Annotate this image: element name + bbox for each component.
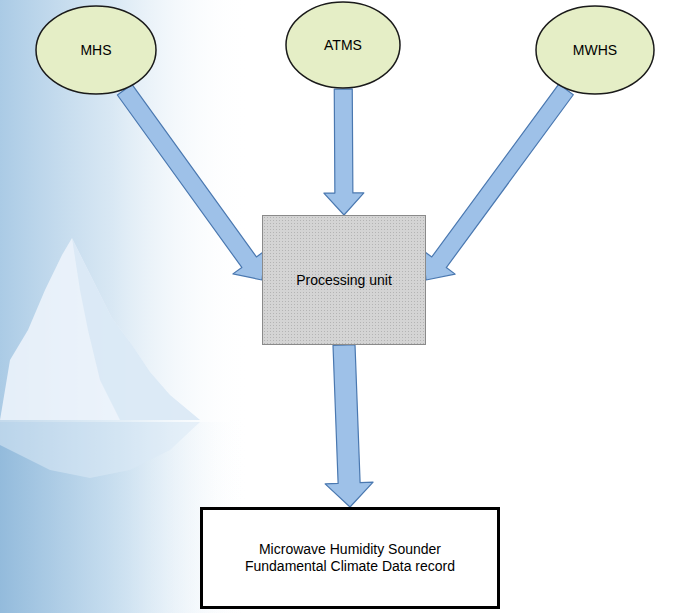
- sensor-ellipse: MHS: [35, 5, 157, 95]
- node-label: ATMS: [324, 37, 362, 54]
- node-label: Microwave Humidity Sounder Fundamental C…: [236, 541, 464, 575]
- sensor-ellipse: ATMS: [285, 1, 401, 89]
- sensor-ellipse: MWHS: [535, 5, 655, 95]
- block-arrow: [117, 84, 265, 280]
- output-box: Microwave Humidity Sounder Fundamental C…: [200, 507, 500, 609]
- ellipse-fill: [286, 2, 400, 88]
- block-arrow: [324, 89, 364, 215]
- block-arrow: [325, 345, 373, 507]
- node-label: Processing unit: [296, 272, 392, 289]
- iceberg-reflection: [0, 422, 200, 478]
- iceberg-shade: [72, 238, 200, 420]
- node-label: MWHS: [573, 42, 617, 59]
- waterline: [0, 420, 230, 422]
- process-box: Processing unit: [262, 215, 426, 345]
- node-label: MHS: [80, 42, 111, 59]
- ellipse-fill: [36, 6, 156, 94]
- iceberg-shape: [0, 238, 200, 420]
- ellipse-fill: [536, 6, 654, 94]
- block-arrow: [423, 84, 573, 280]
